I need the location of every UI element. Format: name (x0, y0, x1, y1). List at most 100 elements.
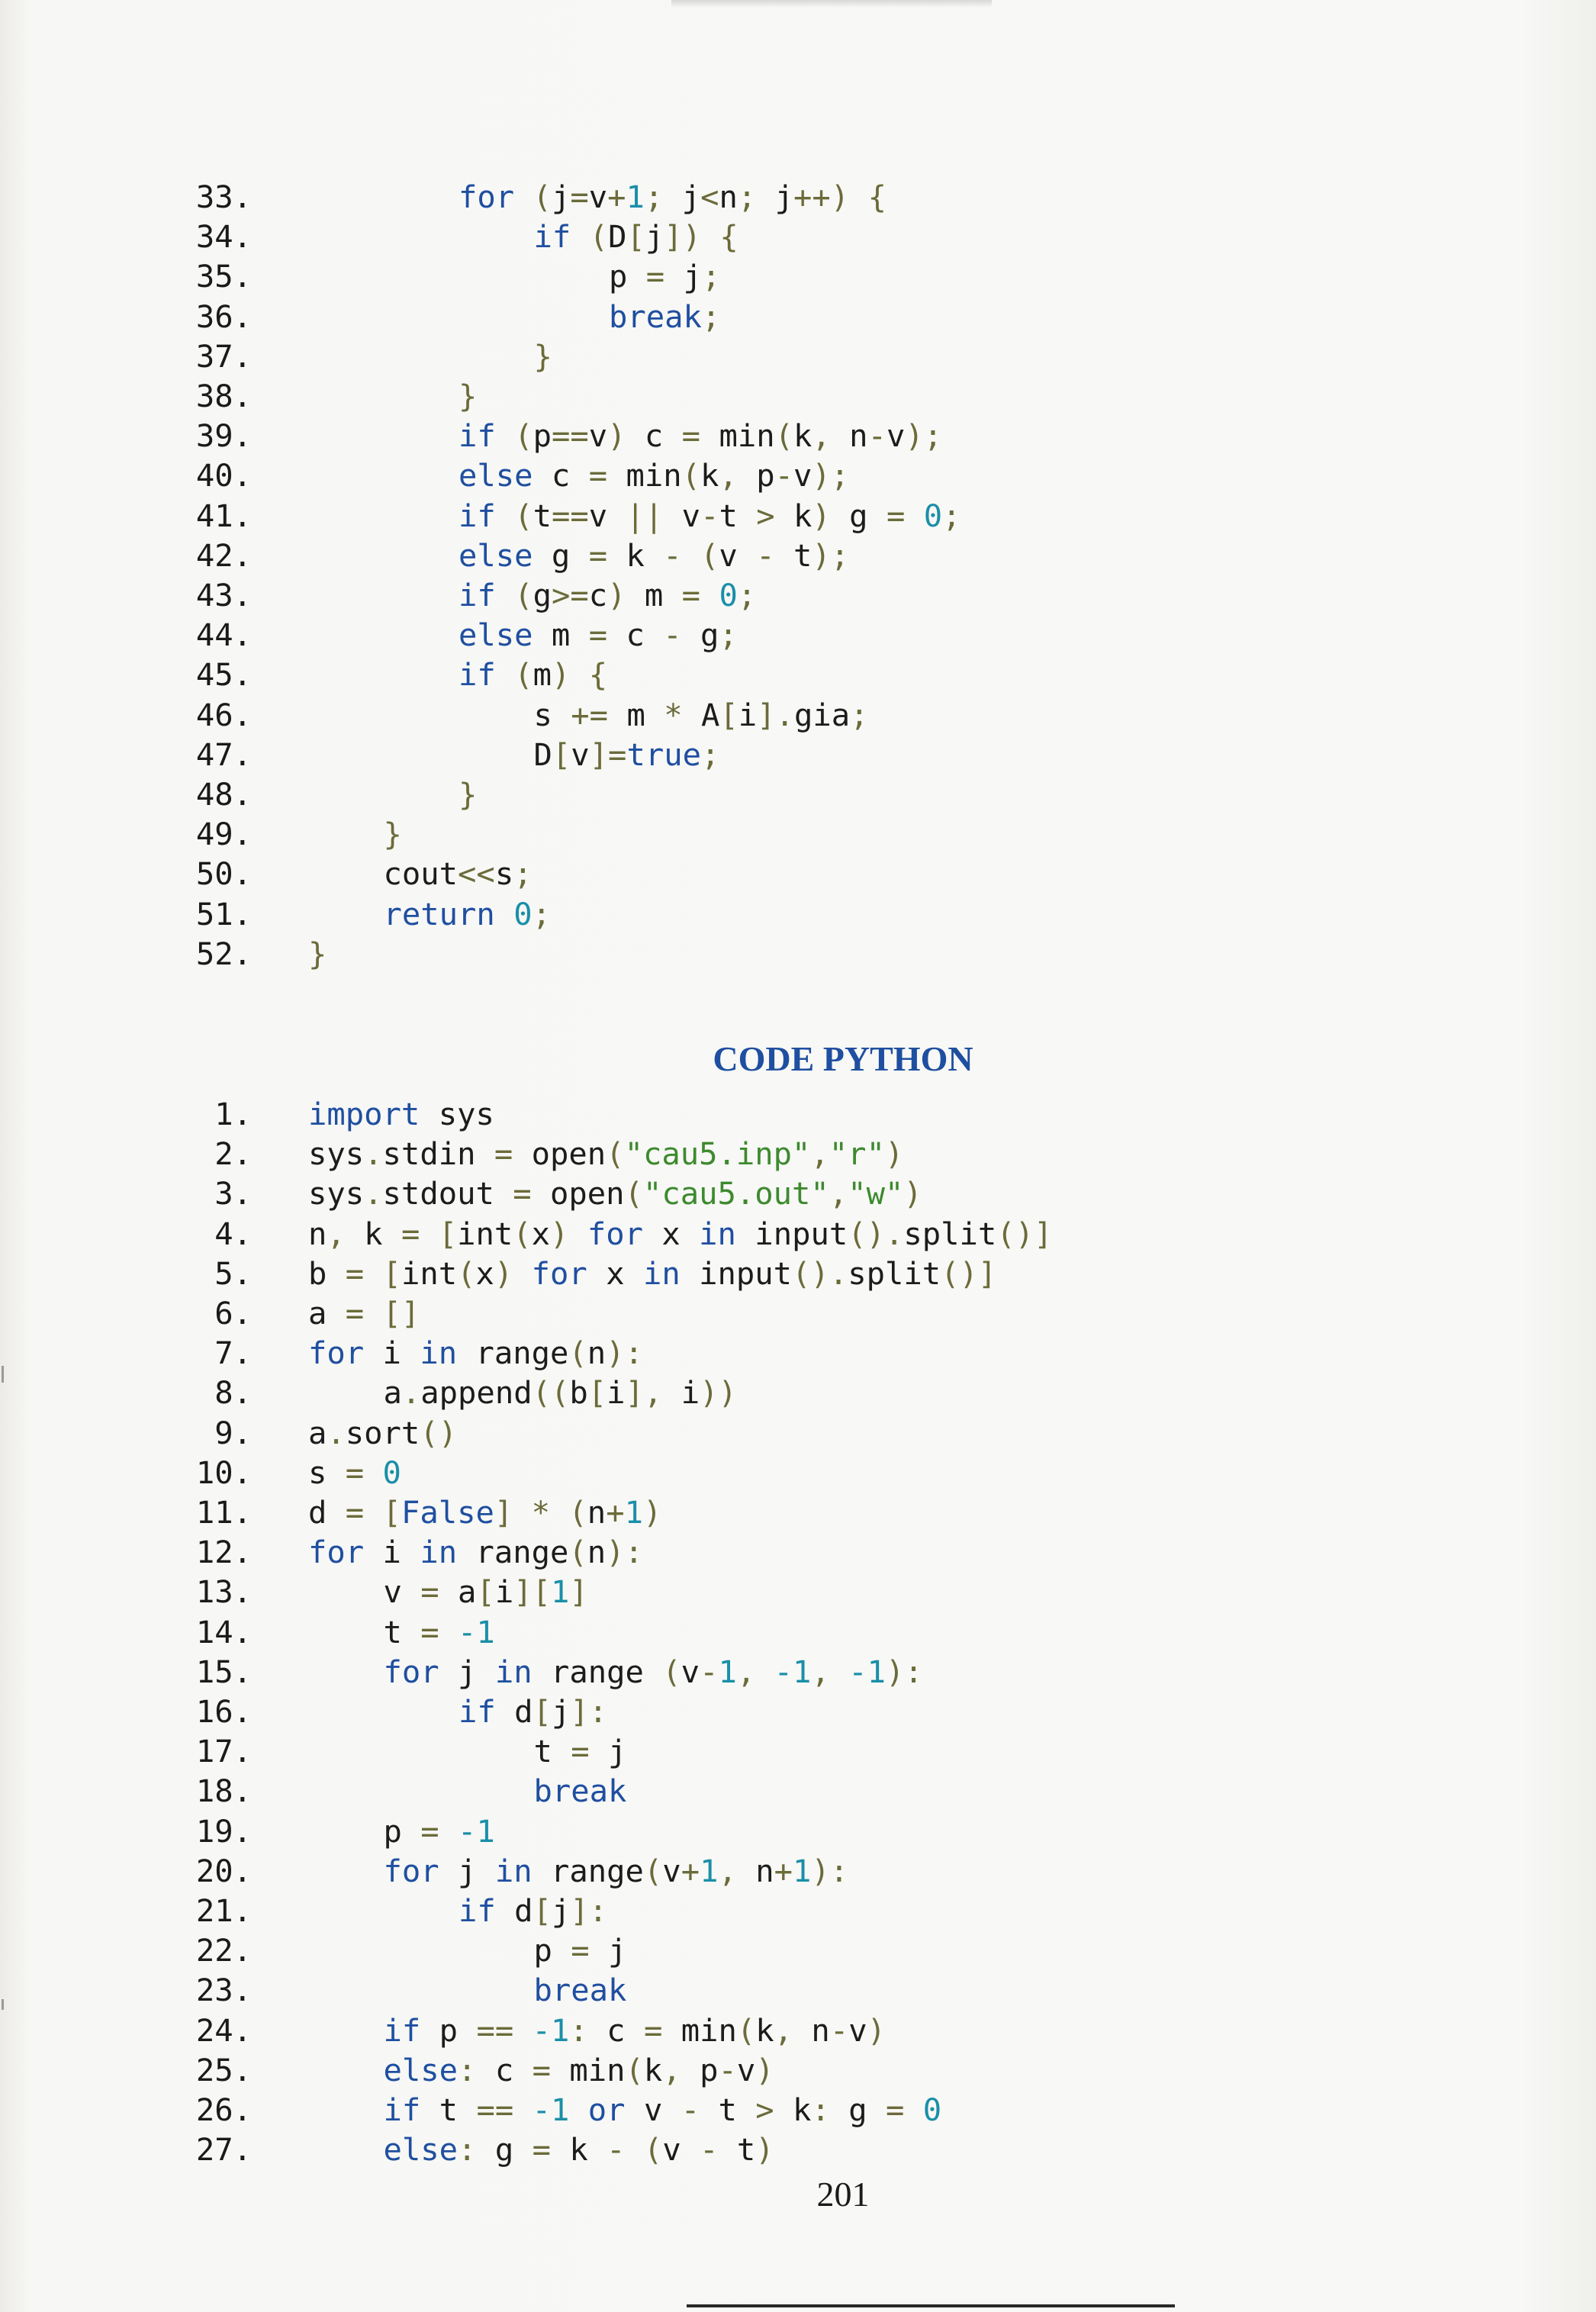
code-text: if t == -1 or v - t > k: g = 0 (384, 2090, 942, 2130)
code-token: } (533, 337, 552, 375)
code-token: > (755, 2091, 774, 2128)
code-token: cout (383, 855, 459, 893)
line-number: 18. (195, 1773, 252, 1810)
code-token: in (699, 1215, 736, 1252)
code-line: 21.if d[j]: (0, 1891, 1526, 1930)
code-line: 49.} (0, 814, 1526, 854)
line-number: 3. (214, 1175, 252, 1212)
code-token: ( (533, 179, 552, 215)
code-token: ; (719, 617, 738, 654)
code-token: , (829, 1175, 848, 1212)
code-token (849, 179, 867, 215)
code-text: break; (609, 297, 720, 336)
code-token: g (533, 536, 571, 574)
code-token: (). (792, 1254, 848, 1292)
line-number: 41. (195, 497, 252, 534)
code-token: } (308, 935, 327, 972)
code-token: = (327, 1454, 383, 1491)
code-token: ()] (941, 1254, 997, 1292)
code-token: n (830, 417, 868, 455)
code-token: ) (867, 2011, 886, 2049)
code-token: 1 (718, 1653, 737, 1690)
code-text: } (534, 336, 552, 376)
code-token: min (681, 2011, 737, 2049)
code-token: == (476, 2011, 514, 2049)
code-text: p = j; (609, 256, 720, 296)
code-token: break (609, 298, 702, 335)
code-token: - (774, 457, 793, 494)
code-token: int (401, 1254, 458, 1292)
code-token (496, 497, 514, 534)
code-token: ( (643, 2131, 663, 2169)
code-token (568, 1216, 587, 1252)
code-token: if (383, 2011, 421, 2049)
code-token: j (551, 1892, 571, 1929)
code-text: t = j (534, 1731, 627, 1771)
code-token: v (681, 1653, 700, 1690)
code-token: ][ (513, 1573, 551, 1611)
code-token: [ (626, 218, 645, 256)
code-token: v (719, 536, 738, 574)
code-token: k (774, 2091, 812, 2128)
code-line: 52.} (0, 934, 1526, 974)
code-token: [ (719, 696, 738, 733)
code-token: . (327, 1414, 346, 1451)
code-token: [ (382, 1494, 401, 1531)
code-token: ( (662, 1653, 681, 1690)
code-token (496, 577, 514, 613)
code-line: 18.break (0, 1771, 1526, 1811)
code-token: if (459, 577, 496, 613)
code-token: "cau5.inp" (624, 1135, 811, 1173)
code-token: j (645, 218, 664, 256)
code-line: 9.a.sort() (0, 1413, 1526, 1453)
code-token: += (552, 696, 627, 733)
code-token: , (774, 2011, 793, 2049)
line-number: 36. (195, 298, 252, 335)
code-line: 42.else g = k - (v - t); (0, 536, 1526, 575)
code-token (514, 179, 533, 215)
code-token: a (383, 1374, 402, 1412)
code-text: else: g = k - (v - t) (384, 2130, 774, 2169)
code-token: , (810, 1135, 829, 1173)
code-token: input (735, 1215, 848, 1252)
code-token: t (793, 536, 812, 574)
code-token: i (364, 1335, 420, 1372)
code-token: . (364, 1135, 383, 1173)
code-line: 34.if (D[j]) { (0, 217, 1526, 256)
code-token: if (383, 2091, 421, 2128)
code-token: d (495, 1693, 533, 1730)
code-text: else g = k - (v - t); (459, 536, 849, 575)
code-token (513, 1255, 531, 1292)
code-token: stdin (382, 1135, 476, 1173)
code-token: n (719, 179, 738, 215)
code-token: b (569, 1374, 588, 1412)
code-line: 8.a.append((b[i], i)) (0, 1373, 1526, 1412)
code-text: if (t==v || v-t > k) g = 0; (459, 496, 961, 536)
code-token: v (625, 2091, 681, 2128)
line-number: 40. (195, 457, 252, 494)
code-line: 43.if (g>=c) m = 0; (0, 575, 1526, 615)
code-token: ): (811, 1852, 849, 1889)
code-token (570, 656, 588, 693)
code-token: + (606, 1494, 625, 1531)
code-token: min (569, 2051, 626, 2088)
code-token: = (401, 1812, 459, 1850)
code-token (513, 2012, 532, 2049)
code-token: + (681, 1852, 700, 1889)
code-token: () (420, 1414, 458, 1451)
code-line: 7.for i in range(n): (0, 1333, 1526, 1373)
code-token: t (700, 2091, 756, 2128)
code-token: == (551, 417, 589, 455)
code-token: i (364, 1534, 420, 1571)
line-number: 26. (195, 2091, 252, 2128)
scan-bottom-edge (687, 2304, 1175, 2307)
code-token: split (848, 1254, 941, 1292)
code-token: ) (607, 577, 626, 613)
code-line: 1.import sys (0, 1094, 1526, 1134)
code-token: d (308, 1494, 327, 1531)
code-token: ]= (589, 736, 627, 773)
code-token: k (643, 2051, 663, 2088)
code-text: for j in range (v-1, -1, -1): (384, 1652, 923, 1692)
code-token: v (681, 497, 701, 534)
code-line: 17.t = j (0, 1731, 1526, 1771)
